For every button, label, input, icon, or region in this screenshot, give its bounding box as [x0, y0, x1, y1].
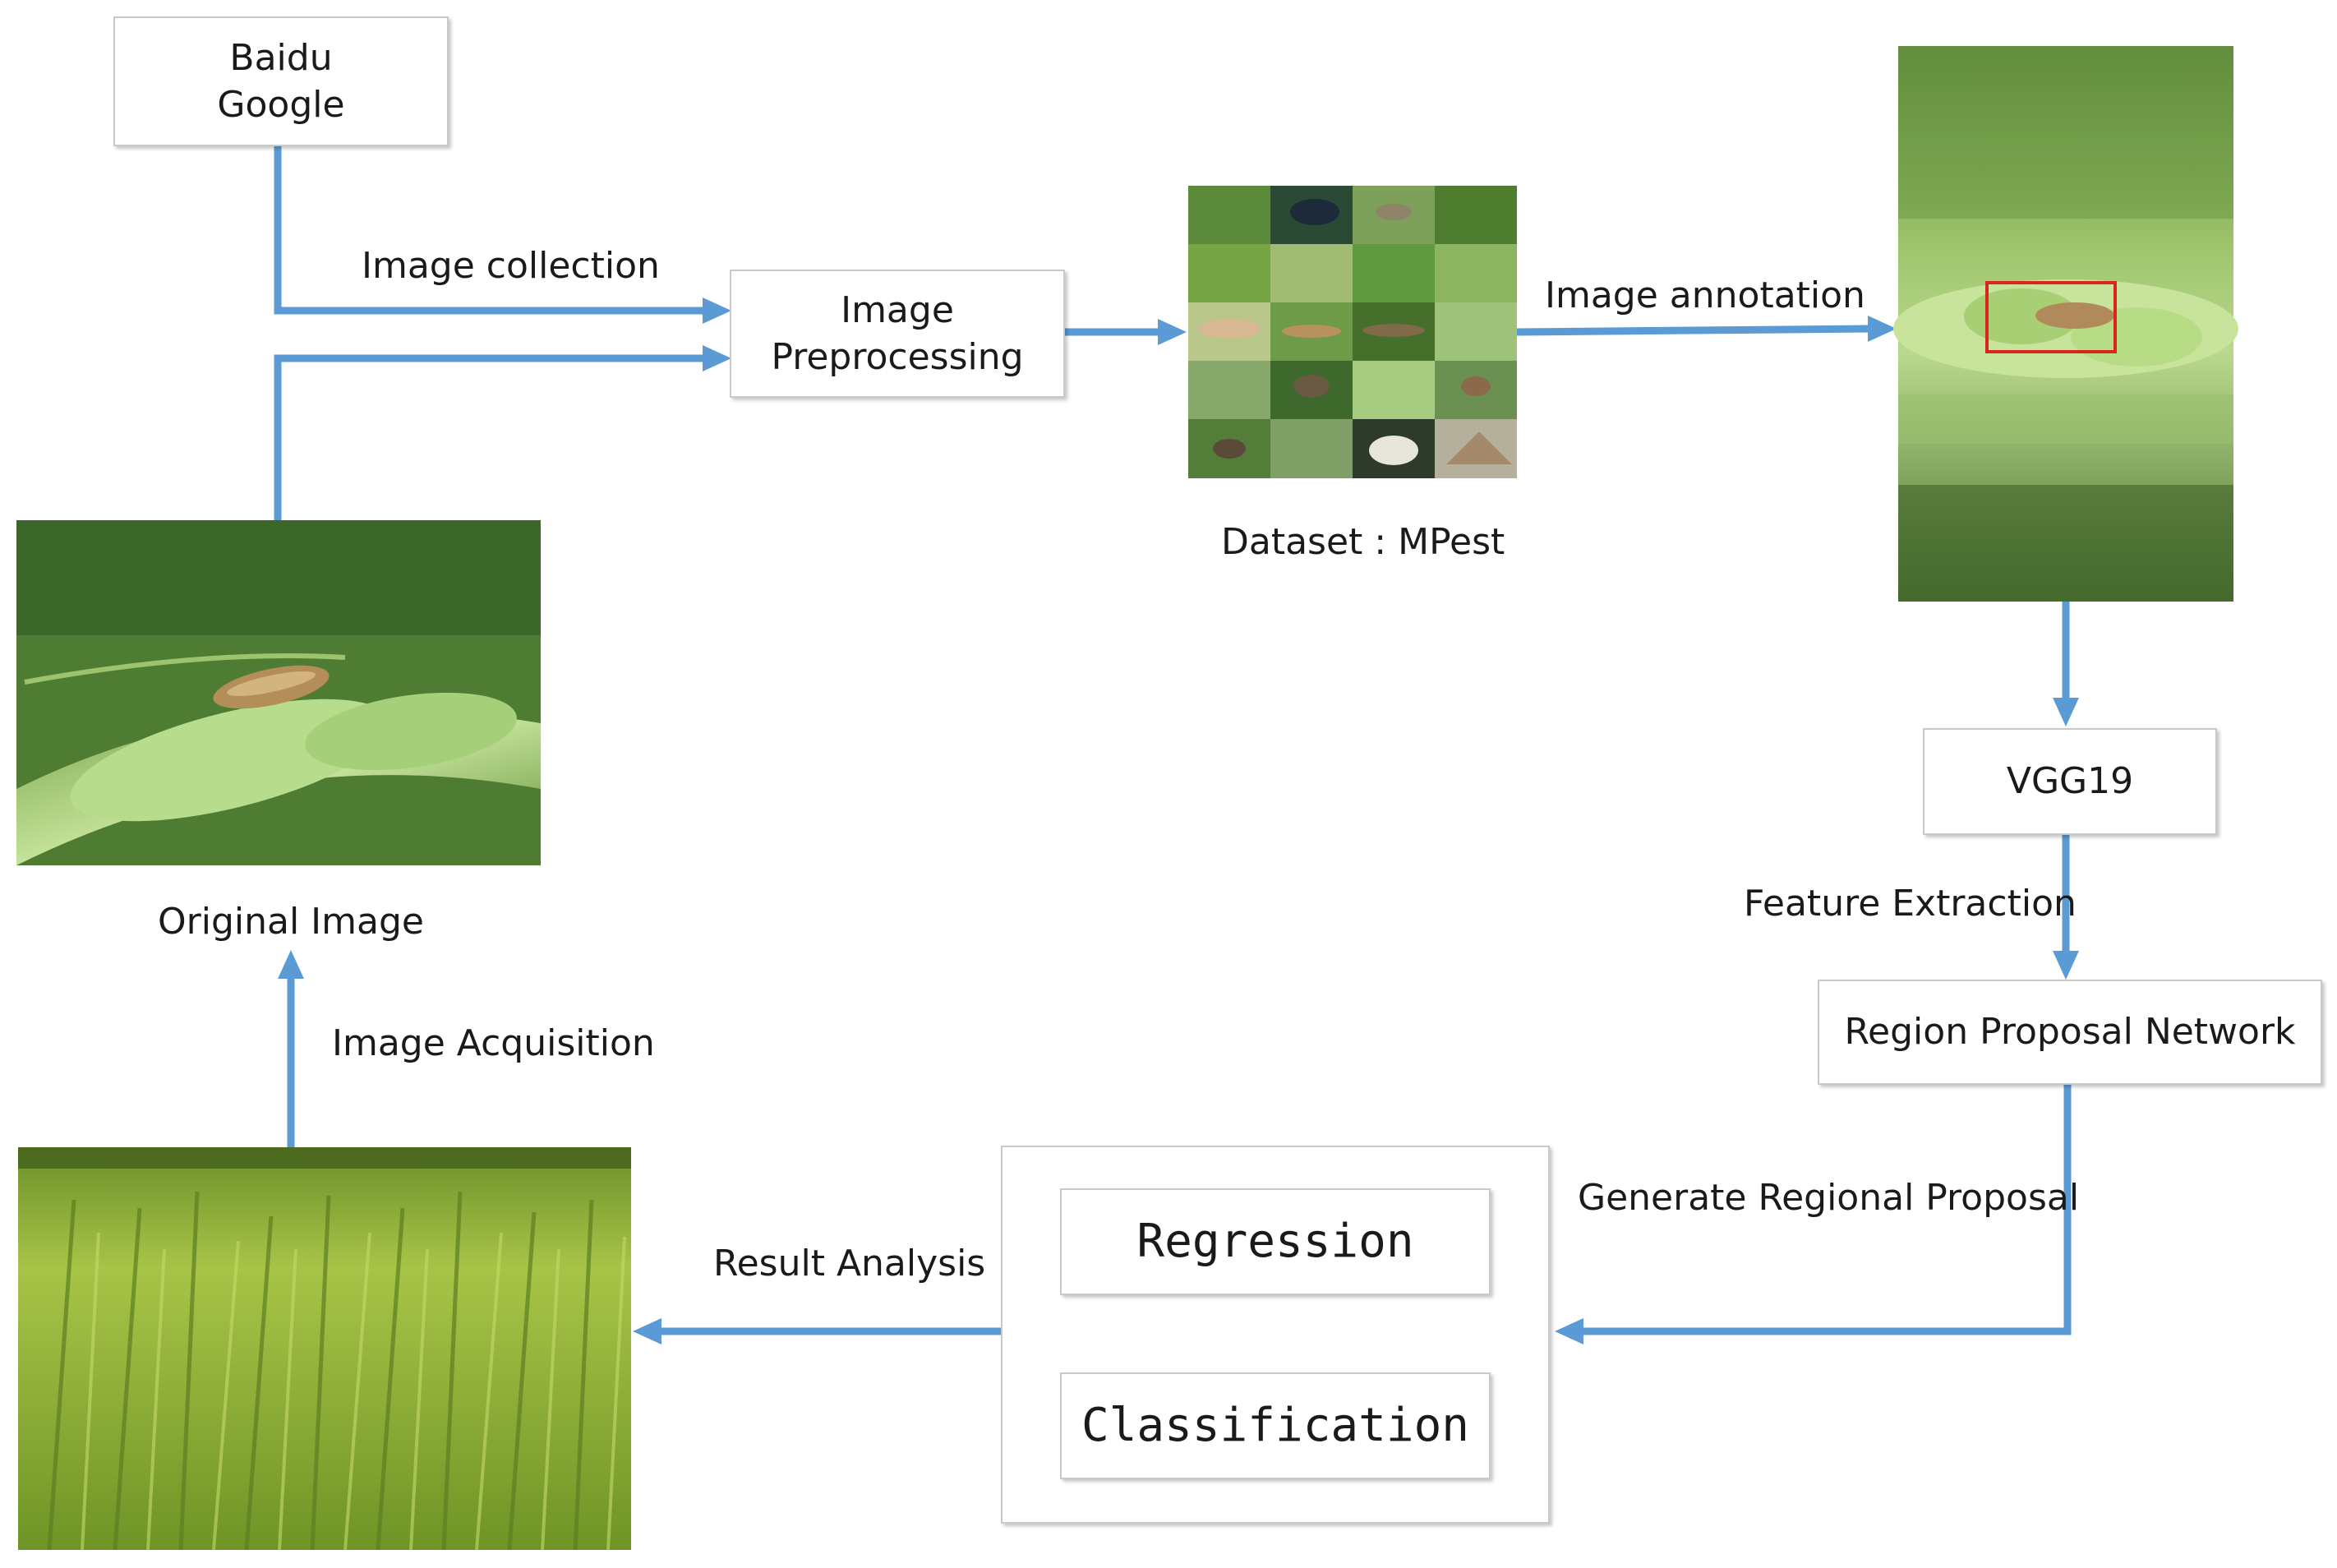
label-generate-proposal: Generate Regional Proposal: [1578, 1177, 2080, 1219]
label-image-acquisition: Image Acquisition: [332, 1022, 655, 1064]
label-image-annotation: Image annotation: [1545, 274, 1865, 316]
label-dataset: Dataset : MPest: [1221, 521, 1505, 563]
preprocessing-line-1: Image: [841, 288, 954, 331]
label-feature-extraction: Feature Extraction: [1744, 883, 2077, 925]
annotation-bounding-box: [1985, 281, 2117, 353]
wheat-field-image: [18, 1147, 631, 1551]
dataset-mosaic-image: [1188, 186, 1517, 478]
source-google: Google: [217, 84, 345, 126]
classification-box: Classification: [1060, 1372, 1491, 1479]
regression-label: Regression: [1136, 1214, 1414, 1268]
arrow-rpn-to-detection: [1581, 1083, 2072, 1335]
classification-label: Classification: [1081, 1398, 1469, 1452]
arrowhead: [1868, 316, 1897, 342]
arrowhead: [703, 345, 731, 371]
preprocessing-line-2: Preprocessing: [771, 336, 1024, 378]
arrow-dataset-to-annotation: [1516, 325, 1871, 336]
arrow-collection-upper: [274, 146, 705, 315]
region-proposal-network-box: Region Proposal Network: [1818, 980, 2322, 1085]
arrowhead: [1555, 1318, 1583, 1344]
arrow-collection-lower: [274, 354, 705, 520]
vgg19-box: VGG19: [1923, 728, 2217, 835]
arrowhead: [2053, 698, 2079, 726]
original-pest-image: [16, 520, 541, 865]
arrowhead: [2053, 951, 2079, 980]
arrowhead: [633, 1318, 661, 1344]
label-original-image: Original Image: [158, 901, 424, 943]
regression-box: Regression: [1060, 1188, 1491, 1295]
label-result-analysis: Result Analysis: [713, 1243, 986, 1284]
arrowhead: [278, 950, 304, 979]
vgg19-label: VGG19: [2006, 760, 2134, 803]
arrowhead: [703, 297, 731, 324]
source-baidu: Baidu: [229, 36, 333, 79]
search-engines-box: Baidu Google: [113, 16, 449, 146]
label-image-collection: Image collection: [362, 245, 660, 287]
image-preprocessing-box: Image Preprocessing: [730, 270, 1065, 398]
annotated-pest-image: [1893, 46, 2238, 602]
rpn-label: Region Proposal Network: [1844, 1011, 2296, 1054]
arrowhead: [1158, 319, 1187, 345]
